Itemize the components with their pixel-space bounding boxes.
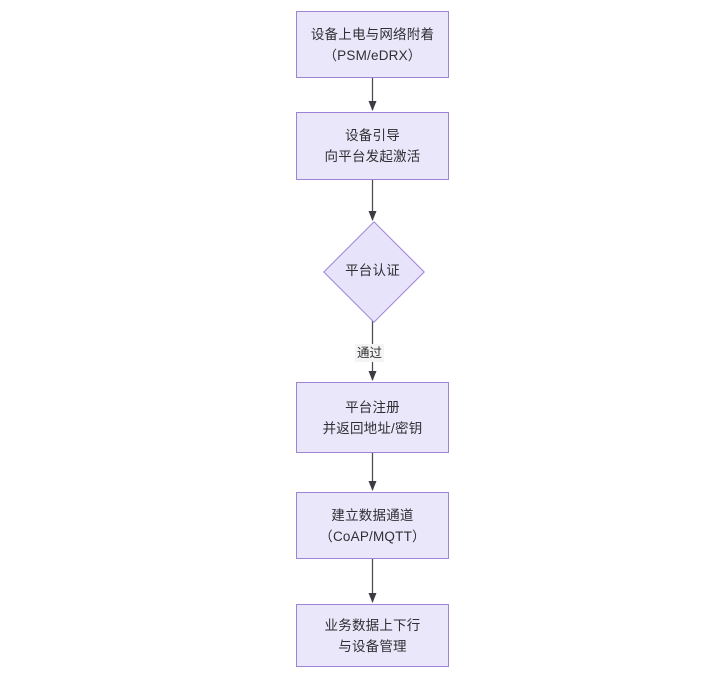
- node-platform-authentication[interactable]: 平台认证: [322, 221, 425, 323]
- node-establish-data-channel[interactable]: 建立数据通道 （CoAP/MQTT）: [296, 492, 449, 559]
- node-platform-registration-keys[interactable]: 平台注册 并返回地址/密钥: [296, 382, 449, 453]
- node-device-bootstrap-activation[interactable]: 设备引导 向平台发起激活: [296, 112, 449, 180]
- edge-label-pass: 通过: [355, 344, 385, 362]
- node-business-data-and-device-management[interactable]: 业务数据上下行 与设备管理: [296, 604, 449, 667]
- node-power-on-network-attach[interactable]: 设备上电与网络附着 （PSM/eDRX）: [296, 11, 449, 78]
- node-platform-authentication-label: 平台认证: [345, 263, 400, 278]
